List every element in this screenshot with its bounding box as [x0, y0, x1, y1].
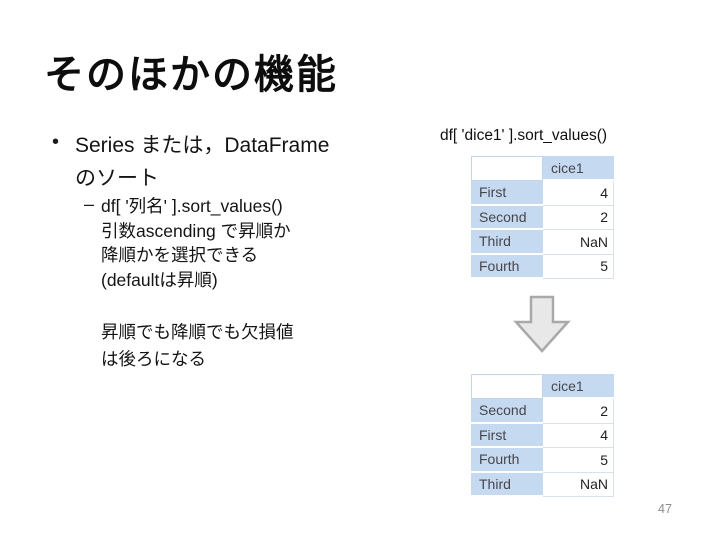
column-header: cice1	[543, 156, 614, 181]
row-value: NaN	[543, 472, 614, 497]
table-row: Second 2	[471, 399, 614, 424]
slide-title: そのほかの機能	[44, 53, 338, 97]
table-after-sort: cice1 Second 2 First 4 Fourth 5 Third Na…	[471, 374, 614, 497]
note-line1: 昇順でも降順でも欠損値	[101, 322, 294, 342]
column-header: cice1	[543, 374, 614, 399]
dash-bullet-icon: –	[84, 194, 95, 214]
sub-line-code: df[ '列名' ].sort_values()	[101, 196, 283, 216]
row-value: 5	[543, 448, 614, 473]
table-row: First 4	[471, 423, 614, 448]
down-block-arrow-icon	[513, 295, 571, 353]
table-row: Third NaN	[471, 472, 614, 497]
row-label: Third	[471, 230, 543, 255]
row-label: Third	[471, 472, 543, 497]
row-label: Fourth	[471, 448, 543, 473]
table-row: First 4	[471, 181, 614, 206]
row-label: First	[471, 423, 543, 448]
corner-cell	[471, 374, 543, 399]
sub-line-order: 降順かを選択できる	[101, 245, 259, 266]
table-row: Fourth 5	[471, 448, 614, 473]
note-line2: は後ろになる	[101, 349, 206, 369]
table-row: cice1	[471, 156, 614, 181]
row-value: NaN	[543, 230, 614, 255]
row-label: Second	[471, 399, 543, 424]
row-value: 2	[543, 205, 614, 230]
main-bullet-line1: Series または，DataFrame	[75, 134, 330, 157]
row-value: 2	[543, 399, 614, 424]
row-value: 5	[543, 254, 614, 279]
table-row: Fourth 5	[471, 254, 614, 279]
row-label: Second	[471, 205, 543, 230]
sub-bullet-block: df[ '列名' ].sort_values() 引数ascending で昇順…	[101, 194, 291, 292]
table-before-sort: cice1 First 4 Second 2 Third NaN Fourth …	[471, 156, 614, 279]
bullet-icon: •	[52, 131, 60, 153]
sub-line-default: (defaultは昇順)	[101, 269, 218, 290]
note-block: 昇順でも降順でも欠損値 は後ろになる	[101, 319, 294, 373]
code-label: df[ 'dice1' ].sort_values()	[440, 127, 608, 144]
row-label: First	[471, 181, 543, 206]
main-bullet-line2: のソート	[75, 167, 159, 190]
row-value: 4	[543, 423, 614, 448]
corner-cell	[471, 156, 543, 181]
row-value: 4	[543, 181, 614, 206]
table-row: Third NaN	[471, 230, 614, 255]
table-row: cice1	[471, 374, 614, 399]
row-label: Fourth	[471, 254, 543, 279]
sub-line-ascending: 引数ascending で昇順か	[101, 220, 291, 241]
page-number: 47	[658, 502, 672, 516]
table-row: Second 2	[471, 205, 614, 230]
